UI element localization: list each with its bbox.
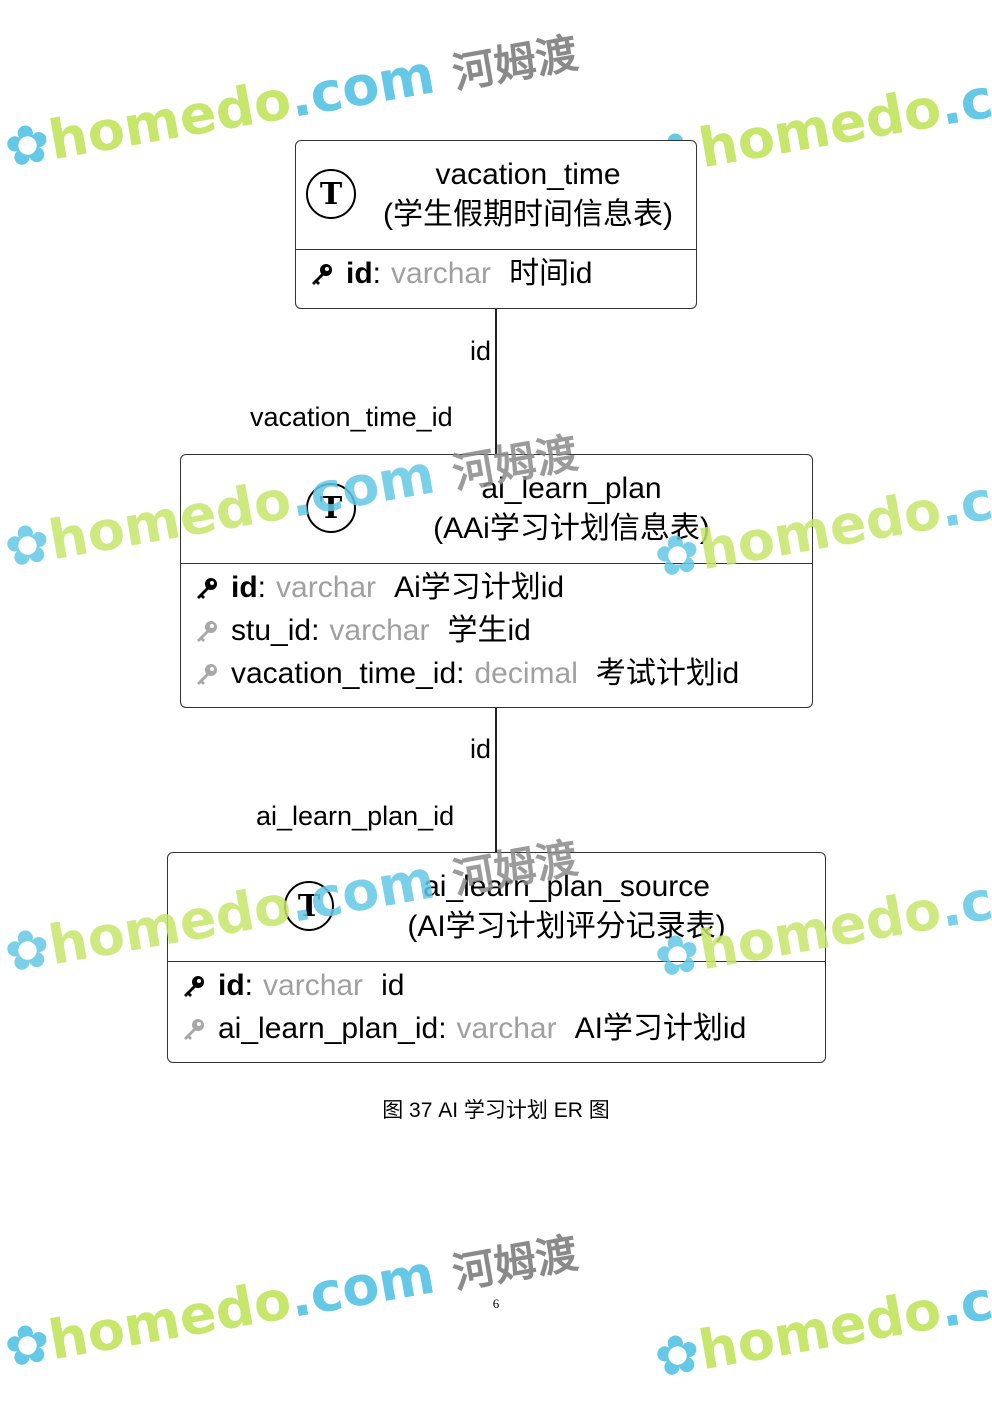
relation-to-label: ai_learn_plan_id xyxy=(256,801,455,831)
entity-comment: (AAi学习计划信息表) xyxy=(433,512,710,545)
field-type: varchar xyxy=(329,614,430,647)
field-name: id xyxy=(346,257,373,290)
watermark: ✿homedo.com xyxy=(650,50,992,188)
entity-comment: (学生假期时间信息表) xyxy=(383,198,673,231)
field-comment: id xyxy=(381,969,405,1002)
watermark: ✿homedo.com xyxy=(649,1252,992,1391)
watermark-flower-icon: ✿ xyxy=(0,1310,56,1381)
entity-title: ai_learn_plan_source xyxy=(423,870,710,903)
table-icon: T xyxy=(306,169,356,219)
primary-key-icon xyxy=(197,577,217,599)
field-type: varchar xyxy=(456,1012,557,1045)
field-comment: Ai学习计划id xyxy=(394,571,565,604)
table-icon: T xyxy=(306,483,356,533)
field-type: varchar xyxy=(263,969,364,1002)
field-comment: 时间id xyxy=(509,257,593,290)
primary-key-icon xyxy=(312,263,332,285)
foreign-key-icon xyxy=(197,663,217,685)
field-type: decimal xyxy=(474,657,578,690)
watermark-flower-icon: ✿ xyxy=(0,915,56,986)
field-name: stu_id xyxy=(231,614,312,647)
entity-title: ai_learn_plan xyxy=(481,472,662,505)
foreign-key-icon xyxy=(197,620,217,642)
entity-title: vacation_time xyxy=(435,158,621,191)
figure-caption: 图 37 AI 学习计划 ER 图 xyxy=(382,1099,610,1122)
watermark-flower-icon: ✿ xyxy=(649,1320,706,1391)
field-comment: AI学习计划id xyxy=(574,1012,747,1045)
entity-comment: (AI学习计划评分记录表) xyxy=(407,910,726,943)
field-name: vacation_time_id xyxy=(231,657,457,690)
relation-from-label: id xyxy=(470,336,492,366)
table-icon: T xyxy=(284,881,334,931)
page-number: 6 xyxy=(492,1296,500,1311)
field-comment: 考试计划id xyxy=(595,657,740,690)
relation-from-label: id xyxy=(470,734,492,764)
entity-ai-learn-plan[interactable]: T ai_learn_plan (AAi学习计划信息表) id: varchar… xyxy=(180,454,813,708)
field-name: id xyxy=(231,571,258,604)
watermark-flower-icon: ✿ xyxy=(0,510,56,581)
field-name: ai_learn_plan_id xyxy=(218,1012,439,1045)
relation-line xyxy=(495,708,497,852)
field-type: varchar xyxy=(276,571,377,604)
foreign-key-icon xyxy=(184,1018,204,1040)
relation-to-label: vacation_time_id xyxy=(250,402,453,432)
primary-key-icon xyxy=(184,975,204,997)
watermark-flower-icon: ✿ xyxy=(0,110,56,181)
relation-line xyxy=(495,309,497,454)
field-comment: 学生id xyxy=(447,614,531,647)
entity-ai-learn-plan-source[interactable]: T ai_learn_plan_source (AI学习计划评分记录表) id:… xyxy=(167,852,826,1063)
field-type: varchar xyxy=(391,257,492,290)
field-name: id xyxy=(218,969,245,1002)
